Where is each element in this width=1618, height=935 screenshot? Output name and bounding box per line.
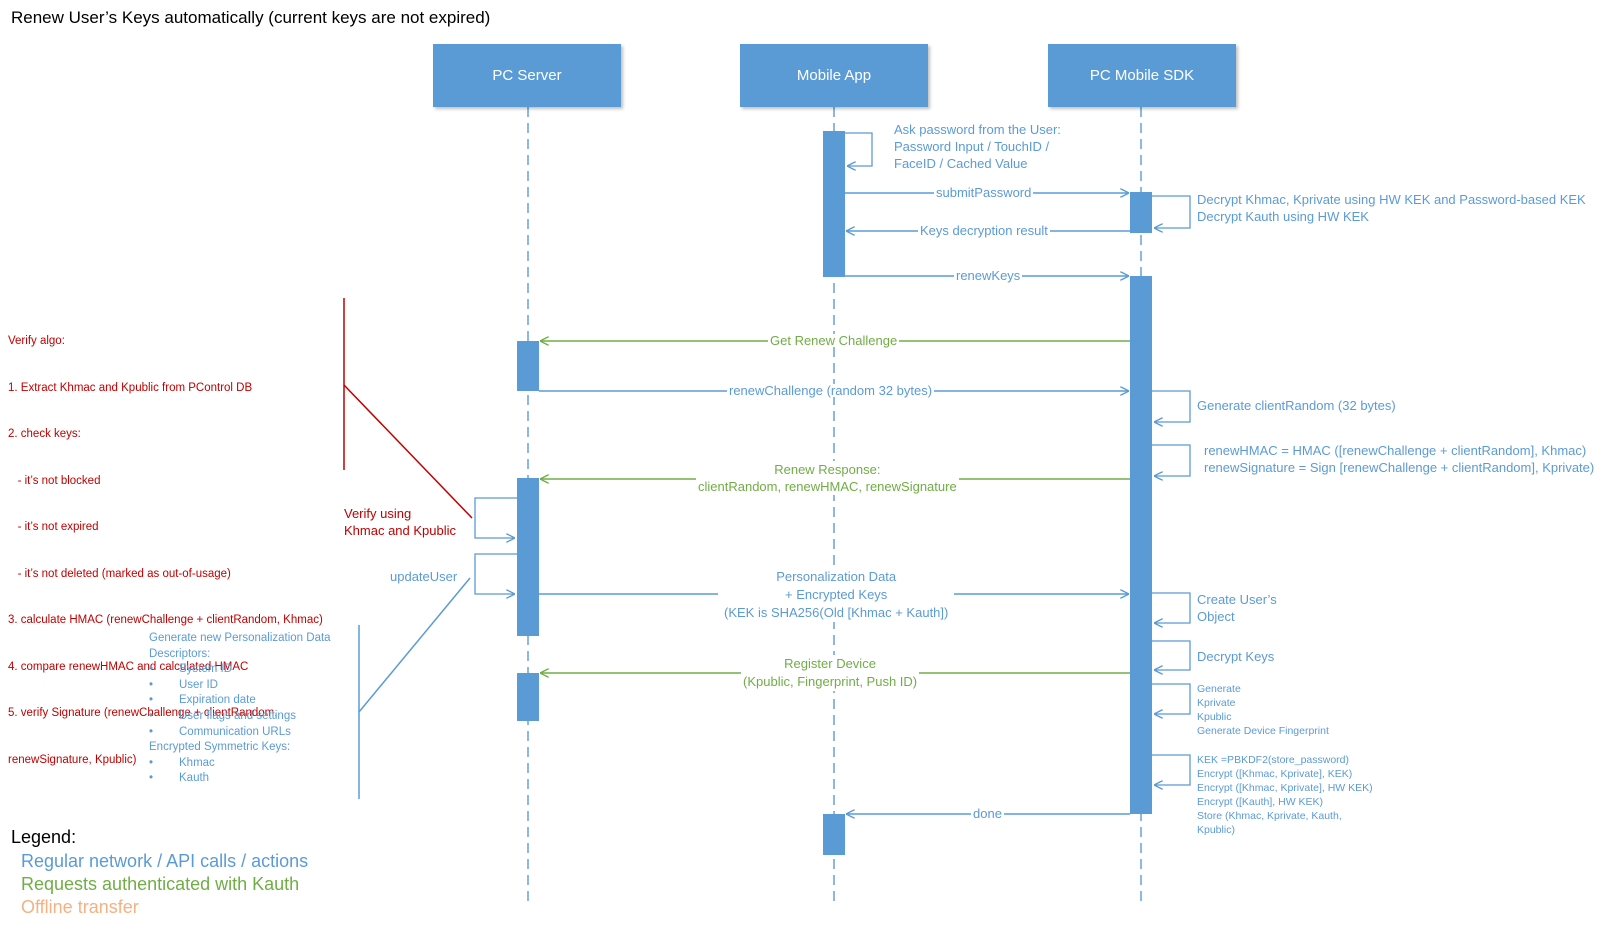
- list-line: Encrypted Symmetric Keys:: [149, 741, 291, 754]
- note-line: Generate: [1197, 683, 1241, 695]
- label-renew-response: Renew Response: clientRandom, renewHMAC,…: [696, 461, 959, 495]
- activation-app-1: [823, 131, 845, 277]
- note-line: KEK =PBKDF2(store_password): [1197, 754, 1350, 766]
- note-line: Kpublic: [1197, 711, 1232, 723]
- note-line: Encrypt ([Khmac, Kprivate], KEK): [1197, 768, 1353, 780]
- self-loop-client-random: [1152, 390, 1191, 422]
- algo-line: - it’s not deleted (marked as out-of-usa…: [8, 567, 231, 580]
- note-line: renewHMAC = HMAC ([renewChallenge + clie…: [1204, 443, 1587, 458]
- activation-app-2: [823, 814, 845, 855]
- activation-server-2: [517, 478, 539, 636]
- list-item: •Expiration date: [149, 694, 256, 707]
- algo-line: 5. verify Signature (renewChallenge + cl…: [8, 707, 278, 719]
- diagram-title: Renew User’s Keys automatically (current…: [11, 8, 491, 27]
- note-decrypt: Decrypt Khmac, Kprivate using HW KEK and…: [1197, 191, 1586, 225]
- self-loop-ask-password: [845, 132, 873, 166]
- note-line: Kpublic): [1197, 824, 1235, 836]
- verify-algo-notes: Verify algo: 1. Extract Khmac and Kpubli…: [8, 303, 323, 784]
- actor-pc-server: PC Server: [433, 44, 621, 107]
- note-line: Encrypt ([Khmac, Kprivate], HW KEK): [1197, 782, 1373, 794]
- algo-line: 4. compare renewHMAC and calculated HMAC: [8, 660, 249, 673]
- label-verify-using: Verify using Khmac and Kpublic: [344, 505, 456, 539]
- algo-line: renewSignature, Kpublic): [8, 753, 137, 766]
- note-line: Password Input / TouchID /: [894, 139, 1050, 154]
- note-hmac: renewHMAC = HMAC ([renewChallenge + clie…: [1204, 442, 1594, 476]
- note-line: Object: [1197, 609, 1235, 624]
- label-keys-result: Keys decryption result: [918, 223, 1050, 238]
- activation-sdk-2: [1130, 276, 1152, 814]
- legend-item-kauth: Requests authenticated with Kauth: [21, 874, 300, 894]
- list-item: •User flags and settings: [149, 709, 296, 722]
- label-register-device: Register Device (Kpublic, Fingerprint, P…: [741, 655, 920, 691]
- activation-server-3: [517, 673, 539, 721]
- label-line: Register Device: [784, 656, 876, 671]
- blue-callout-pointer: [358, 577, 471, 713]
- algo-line: - it’s not blocked: [8, 474, 101, 487]
- note-line: Store (Khmac, Kprivate, Kauth,: [1197, 810, 1342, 822]
- label-line: Personalization Data: [776, 569, 897, 584]
- algo-line: - it’s not expired: [8, 521, 99, 533]
- note-ask-password: Ask password from the User: Password Inp…: [894, 121, 1061, 172]
- activation-server-1: [517, 341, 539, 391]
- self-loop-kek: [1152, 754, 1191, 785]
- label-done: done: [971, 806, 1004, 821]
- actor-mobile-app: Mobile App: [740, 44, 928, 107]
- self-loop-decrypt-keys: [1152, 640, 1191, 670]
- list-item: •System ID: [149, 663, 233, 676]
- algo-line: 2. check keys:: [8, 428, 81, 440]
- label-update-user: updateUser: [390, 569, 458, 584]
- actor-pc-mobile-sdk: PC Mobile SDK: [1048, 44, 1236, 107]
- self-loop-hmac: [1152, 444, 1191, 476]
- note-kek: KEK =PBKDF2(store_password) Encrypt ([Kh…: [1197, 753, 1373, 837]
- note-line: Generate Device Fingerprint: [1197, 725, 1329, 737]
- label-line: (Kpublic, Fingerprint, Push ID): [743, 674, 918, 689]
- note-line: Kprivate: [1197, 697, 1236, 709]
- list-line: Generate new Personalization Data: [149, 632, 331, 644]
- note-line: Ask password from the User:: [894, 122, 1061, 137]
- label-personalization: Personalization Data + Encrypted Keys (K…: [718, 568, 955, 622]
- note-create-user-object: Create User’s Object: [1197, 591, 1277, 625]
- self-loop-decrypt: [1152, 195, 1191, 228]
- personalization-list: Generate new Personalization Data Descri…: [149, 631, 331, 787]
- label-line: clientRandom, renewHMAC, renewSignature: [698, 479, 957, 494]
- label-line: + Encrypted Keys: [785, 587, 888, 602]
- note-line: Decrypt Khmac, Kprivate using HW KEK and…: [1197, 192, 1586, 207]
- label-renew-challenge: renewChallenge (random 32 bytes): [727, 383, 935, 398]
- label-submit-password: submitPassword: [934, 185, 1034, 200]
- legend-item-offline: Offline transfer: [21, 897, 139, 917]
- label-renew-keys: renewKeys: [954, 268, 1023, 283]
- note-line: FaceID / Cached Value: [894, 156, 1028, 171]
- note-generate: Generate Kprivate Kpublic Generate Devic…: [1197, 682, 1329, 738]
- label-line: Renew Response:: [774, 462, 881, 477]
- note-line: Encrypt ([Kauth], HW KEK): [1197, 796, 1324, 808]
- algo-line: 3. calculate HMAC (renewChallenge + clie…: [8, 614, 323, 626]
- algo-line: 1. Extract Khmac and Kpublic from PContr…: [8, 381, 253, 394]
- note-line: Create User’s: [1197, 592, 1277, 607]
- label-line: Khmac and Kpublic: [344, 523, 457, 538]
- label-line: (KEK is SHA256(Old [Khmac + Kauth]): [724, 605, 949, 620]
- label-get-renew-challenge: Get Renew Challenge: [768, 333, 900, 348]
- list-line: Descriptors:: [149, 647, 211, 660]
- self-loop-create-object: [1152, 592, 1191, 623]
- list-item: •Khmac: [149, 756, 215, 769]
- legend-heading: Legend:: [11, 827, 77, 847]
- list-item: •Kauth: [149, 772, 210, 785]
- list-item: •User ID: [149, 678, 218, 691]
- self-loop-verify: [474, 497, 517, 538]
- note-decrypt-keys: Decrypt Keys: [1197, 649, 1275, 664]
- legend-item-regular: Regular network / API calls / actions: [21, 851, 309, 871]
- self-loop-update-user: [474, 553, 517, 594]
- self-loop-generate: [1152, 683, 1191, 714]
- algo-line: Verify algo:: [8, 335, 65, 347]
- note-line: Decrypt Kauth using HW KEK: [1197, 209, 1369, 224]
- list-item: •Communication URLs: [149, 725, 291, 738]
- label-line: Verify using: [344, 506, 412, 521]
- red-callout-pointer: [343, 384, 473, 519]
- note-generate-client-random: Generate clientRandom (32 bytes): [1197, 398, 1396, 413]
- note-line: renewSignature = Sign [renewChallenge + …: [1204, 460, 1595, 475]
- activation-sdk-1: [1130, 192, 1152, 233]
